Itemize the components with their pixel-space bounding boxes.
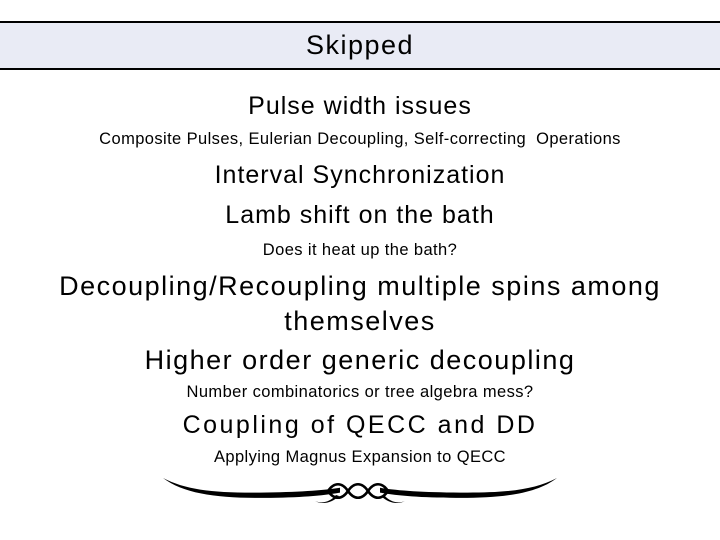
slide-text-line: Composite Pulses, Eulerian Decoupling, S… [99, 130, 621, 148]
slide-text-line: Number combinatorics or tree algebra mes… [186, 383, 534, 401]
flourish-divider-icon [163, 478, 557, 504]
slide-title: Skipped [305, 30, 415, 60]
slide-text-line: Does it heat up the bath? [262, 241, 458, 259]
slide-text-line: Coupling of QECC and DD [182, 411, 538, 439]
slide-text-line: Interval Synchronization [214, 161, 506, 189]
slide-text-line: Decoupling/Recoupling multiple spins amo… [59, 271, 661, 301]
slide-text-line: Applying Magnus Expansion to QECC [213, 448, 507, 466]
slide-text-line: Lamb shift on the bath [225, 201, 495, 229]
slide-text-line: themselves [284, 306, 436, 336]
slide-title-bar: Skipped [0, 21, 720, 70]
slide-text-line: Higher order generic decoupling [144, 345, 576, 375]
slide-text-line: Pulse width issues [248, 92, 472, 120]
